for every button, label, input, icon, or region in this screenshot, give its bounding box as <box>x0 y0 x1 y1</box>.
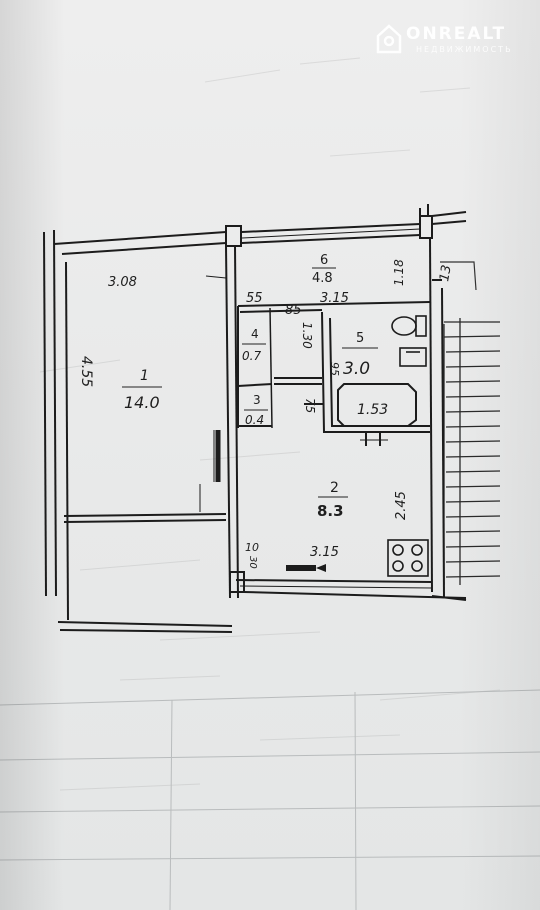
dim-room2-length: 2.45 <box>394 491 409 520</box>
room-5-number: 5 <box>356 331 364 346</box>
form-grid-lines <box>0 689 540 910</box>
door-marks <box>199 275 388 512</box>
room-6-number: 6 <box>320 253 328 268</box>
watermark-brand: ONREALT <box>406 24 507 44</box>
room-6-area: 4.8 <box>312 271 333 286</box>
room-4-number: 4 <box>251 327 259 341</box>
left-wall-inner <box>53 229 57 597</box>
room-3-area: 0.4 <box>245 413 264 427</box>
radiator-mark <box>286 564 326 572</box>
dim-room6-depth: 1.18 <box>392 259 406 286</box>
dim-corner-a: 10 <box>245 541 259 554</box>
dim-corner-b: 30 <box>247 556 258 569</box>
stair-hatching <box>443 318 501 585</box>
left-wall-outer <box>43 231 47 597</box>
room-1-number: 1 <box>140 368 149 384</box>
top-wall-inner <box>61 242 227 255</box>
dim-room1-width: 3.08 <box>108 275 137 290</box>
room-2-number: 2 <box>330 480 339 496</box>
dim-kitchen-width: 3.15 <box>310 545 339 560</box>
room-2-area: 8.3 <box>317 502 344 520</box>
toilet <box>391 315 427 337</box>
room-3-number: 3 <box>253 393 261 407</box>
dim-room1-length: 4.55 <box>78 356 94 387</box>
dim-top-mid: 85 <box>285 303 302 318</box>
bleed-through-marks <box>39 57 501 791</box>
dim-top-left: 55 <box>246 291 263 306</box>
dim-bath: 1.53 <box>357 402 388 418</box>
stove <box>387 539 429 577</box>
house-logo-icon <box>376 24 402 54</box>
dim-small-a: 95 <box>328 362 341 376</box>
dim-small-b: 75 <box>303 398 317 413</box>
room-1-area: 14.0 <box>124 393 160 412</box>
dim-margin-mark: 13 <box>437 264 455 283</box>
room-5-area: 3.0 <box>343 359 370 379</box>
watermark: ONREALT НЕДВИЖИМОСТЬ <box>376 20 536 60</box>
top-wall-outer <box>53 231 227 245</box>
bathtub <box>337 383 417 427</box>
dim-room5-width: 3.15 <box>320 291 349 306</box>
walls <box>43 204 467 633</box>
watermark-tagline: НЕДВИЖИМОСТЬ <box>416 45 513 54</box>
room-4-area: 0.7 <box>242 349 261 363</box>
sink <box>399 347 427 367</box>
dim-room5-depth: 1.30 <box>300 322 314 349</box>
